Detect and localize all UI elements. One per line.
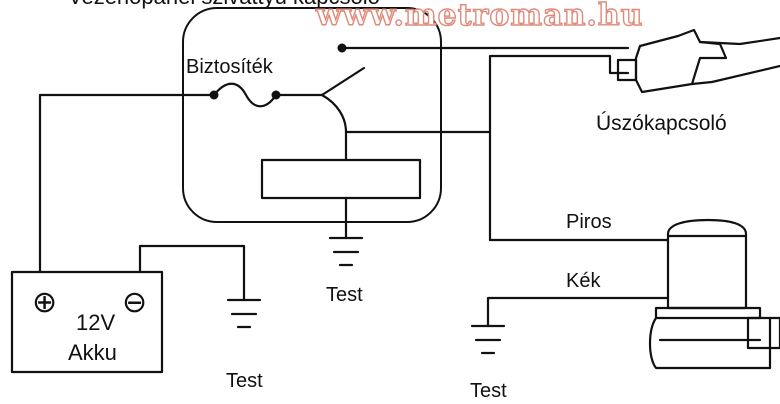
fuse-symbol: [209, 82, 281, 108]
fuse-label: Biztosíték: [186, 56, 274, 78]
pump-ground-symbol: [470, 324, 506, 355]
battery-ground-label: Test: [226, 370, 263, 392]
relay-switch-symbol: [320, 66, 366, 134]
relay-coil: [260, 158, 422, 200]
battery-negative-wire: [138, 244, 246, 302]
battery-name-label: Akku: [68, 340, 117, 365]
battery-positive-wire: [38, 93, 216, 274]
pump-ground-label: Test: [470, 380, 507, 402]
battery-plus-icon: ⊕: [32, 286, 57, 319]
battery-ground-symbol: [226, 298, 262, 329]
diagram-title: Vezérlőpanel szivattyú kapcsoló: [68, 0, 380, 9]
relay-ground-symbol: [328, 236, 364, 267]
float-switch-symbol: [616, 28, 780, 94]
relay-ground-label: Test: [326, 284, 363, 306]
blue-wire: [486, 296, 670, 328]
battery-minus-icon: ⊖: [122, 286, 147, 319]
watermark-text: www.metroman.hu: [315, 0, 643, 33]
control-panel-box: [182, 7, 442, 223]
float-switch-label: Úszókapcsoló: [596, 112, 727, 135]
bilge-pump-symbol: [648, 218, 780, 370]
float-switch-wire: [488, 54, 630, 242]
blue-wire-label: Kék: [566, 270, 601, 292]
red-wire-label: Piros: [566, 211, 612, 233]
battery-voltage-label: 12V: [76, 310, 115, 335]
battery-box: [10, 270, 164, 374]
